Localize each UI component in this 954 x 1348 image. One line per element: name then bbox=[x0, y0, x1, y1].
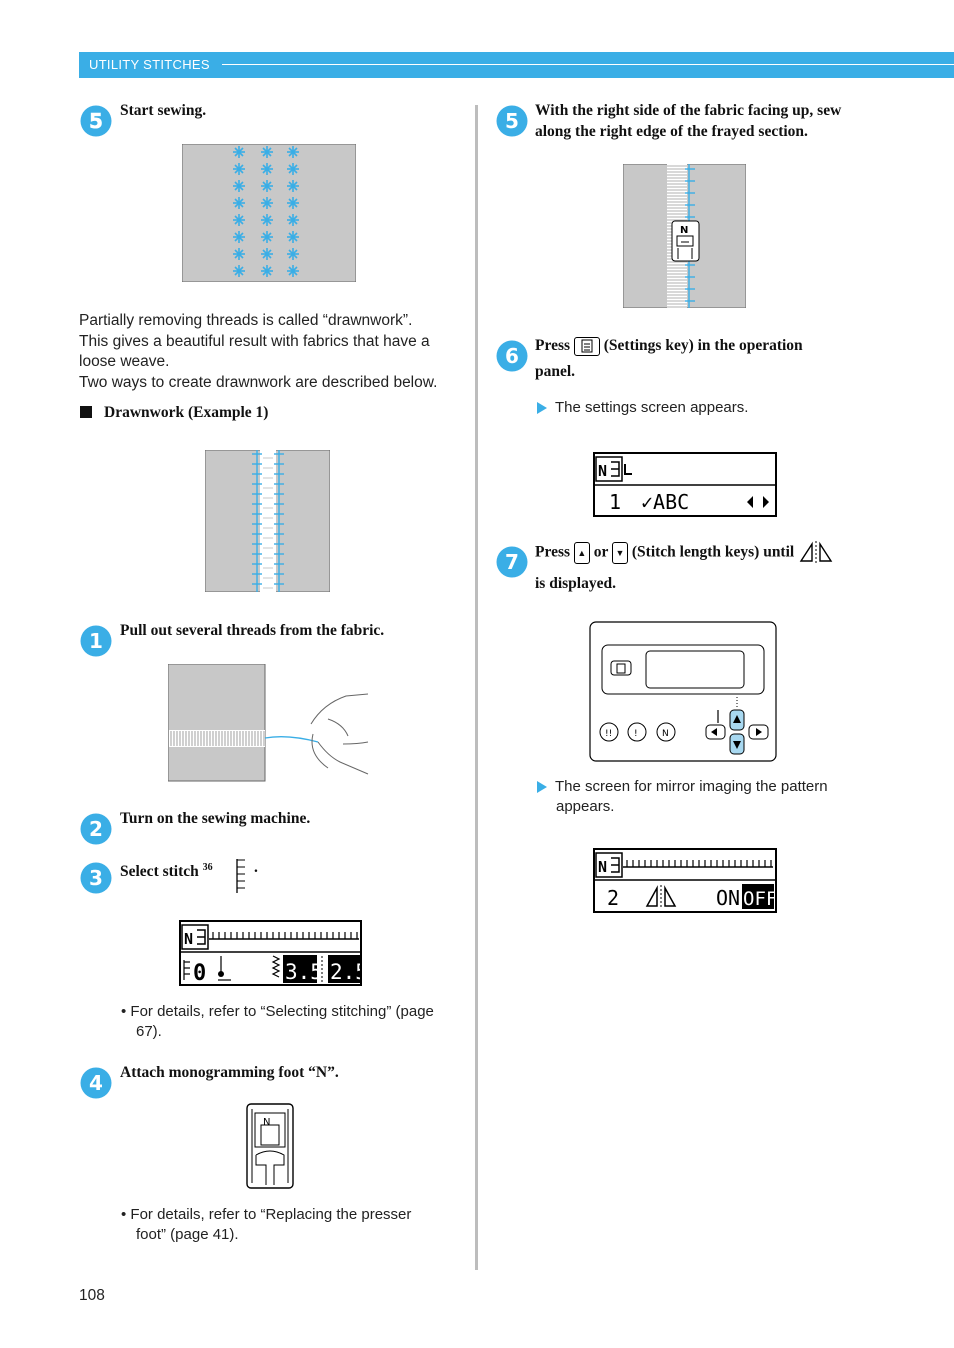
section-label: UTILITY STITCHES bbox=[89, 57, 210, 72]
step-number-icon: 4 bbox=[80, 1067, 112, 1099]
svg-text:4: 4 bbox=[89, 1071, 103, 1095]
lcd-left-value: 0 bbox=[193, 961, 206, 984]
step-title: Select stitch 36 bbox=[120, 862, 213, 881]
svg-text:!: ! bbox=[634, 729, 638, 739]
note-selecting-stitching: • For details, refer to “Selecting stitc… bbox=[121, 1003, 434, 1040]
decorative-stitch-illustration bbox=[182, 144, 356, 282]
svg-text:N: N bbox=[598, 858, 607, 876]
lcd-graphic: N 2 ON OFF bbox=[595, 852, 775, 910]
sewing-edge-illustration: N bbox=[623, 164, 746, 308]
operation-panel-illustration: !! ! N bbox=[589, 621, 777, 762]
step-title: Press ▲ or ▼ (Stitch length keys) until … bbox=[535, 541, 935, 594]
mirror-image-icon bbox=[799, 541, 833, 565]
step-title: With the right side of the fabric facing… bbox=[535, 102, 842, 140]
svg-text:2: 2 bbox=[89, 817, 103, 841]
step-number-icon: 5 bbox=[80, 105, 112, 137]
svg-text:5: 5 bbox=[505, 109, 519, 133]
svg-text:3: 3 bbox=[89, 866, 103, 890]
svg-text:1: 1 bbox=[89, 629, 103, 653]
lcd-graphic: N 1 ✓ABC bbox=[595, 456, 775, 514]
bullet-square-icon bbox=[80, 406, 92, 418]
svg-text:✓ABC: ✓ABC bbox=[641, 490, 689, 514]
length-up-key-icon: ▲ bbox=[573, 542, 590, 564]
length-down-key-icon: ▼ bbox=[612, 542, 628, 564]
step-number-icon: 7 bbox=[496, 546, 528, 578]
lcd-length-value: 3.5 bbox=[285, 960, 323, 984]
lcd-mirror-screen: N 2 ON OFF bbox=[593, 848, 777, 913]
step-title: Pull out several threads from the fabric… bbox=[120, 622, 385, 639]
stitch-36-icon bbox=[236, 859, 245, 893]
lcd-width-value: 2.5 bbox=[330, 960, 360, 984]
step-number-icon: 3 bbox=[80, 862, 112, 894]
svg-text:N: N bbox=[662, 729, 669, 739]
column-divider bbox=[475, 105, 478, 1270]
step-number-icon: 1 bbox=[80, 625, 112, 657]
svg-text:2: 2 bbox=[607, 886, 619, 910]
svg-text:OFF: OFF bbox=[743, 888, 775, 910]
intro-paragraph: Partially removing threads is called “dr… bbox=[79, 312, 438, 391]
note-replacing-foot: • For details, refer to “Replacing the p… bbox=[121, 1206, 412, 1243]
section-header: UTILITY STITCHES bbox=[79, 52, 954, 78]
result-settings: The settings screen appears. bbox=[537, 398, 748, 418]
step-number-icon: 6 bbox=[496, 340, 528, 372]
step-number-icon: 5 bbox=[496, 105, 528, 137]
step-title: Attach monogramming foot “N”. bbox=[120, 1064, 339, 1081]
svg-text:5: 5 bbox=[89, 109, 103, 133]
presser-foot-n-icon: N bbox=[246, 1103, 294, 1189]
settings-key-icon bbox=[573, 336, 600, 356]
subheading: Drawnwork (Example 1) bbox=[104, 404, 269, 421]
header-rule bbox=[222, 64, 954, 65]
lcd-settings-screen: N 1 ✓ABC bbox=[593, 452, 777, 517]
svg-text:7: 7 bbox=[505, 550, 519, 574]
svg-text:ON: ON bbox=[716, 886, 740, 910]
svg-text:N: N bbox=[184, 930, 193, 948]
step-number-icon: 2 bbox=[80, 813, 112, 845]
svg-text:6: 6 bbox=[505, 344, 519, 368]
result-arrow-icon bbox=[537, 402, 547, 415]
result-mirror: The screen for mirror imaging the patter… bbox=[537, 777, 867, 817]
drawnwork-illustration bbox=[205, 450, 330, 592]
lcd-stitch-screen: N 0 3.5 2.5 bbox=[179, 920, 362, 986]
svg-text:N: N bbox=[680, 225, 688, 236]
svg-text:1: 1 bbox=[609, 490, 621, 514]
pull-threads-illustration bbox=[168, 664, 369, 782]
svg-text:!!: !! bbox=[605, 729, 612, 739]
result-arrow-icon bbox=[537, 781, 547, 794]
step-title: Start sewing. bbox=[120, 102, 207, 119]
step-title: Press (Settings key) in the operation pa… bbox=[535, 336, 803, 380]
step-title: Turn on the sewing machine. bbox=[120, 810, 311, 827]
svg-text:N: N bbox=[263, 1117, 270, 1128]
svg-text:N: N bbox=[598, 462, 607, 480]
lcd-graphic: N 0 3.5 2.5 bbox=[181, 924, 360, 984]
page-number: 108 bbox=[79, 1287, 105, 1304]
